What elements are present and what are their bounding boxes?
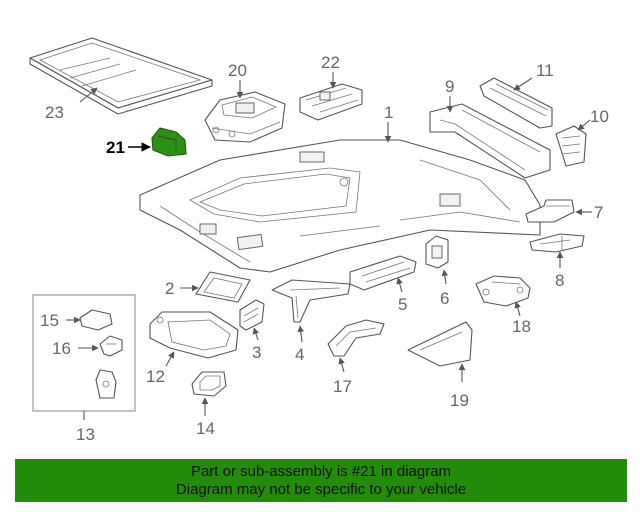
banner-line-2: Diagram may not be specific to your vehi…	[175, 481, 467, 498]
callout-1: 1	[384, 103, 393, 122]
part-22-bracket[interactable]	[299, 83, 363, 121]
info-banner: Part or sub-assembly is #21 in diagram D…	[15, 459, 627, 502]
part-12-sun-visor[interactable]	[149, 311, 239, 359]
callout-6: 6	[440, 289, 449, 308]
callout-20: 20	[228, 61, 247, 80]
callout-15: 15	[40, 311, 59, 330]
part-6-clip[interactable]	[425, 235, 449, 269]
callout-12: 12	[146, 367, 165, 386]
callout-19: 19	[450, 391, 469, 410]
parts-diagram: 23 20 22 21 1 9	[29, 37, 609, 444]
callout-10: 10	[590, 107, 609, 126]
callout-13: 13	[76, 425, 95, 444]
part-9-rail[interactable]	[429, 103, 551, 179]
part-19-insulator[interactable]	[407, 321, 473, 367]
part-20-overhead-console[interactable]	[204, 91, 286, 143]
callout-8: 8	[555, 271, 564, 290]
part-3-clip[interactable]	[239, 299, 265, 331]
part-13-kit-box[interactable]	[32, 294, 136, 412]
callout-14: 14	[196, 419, 215, 438]
callout-16: 16	[52, 339, 71, 358]
callout-4: 4	[295, 345, 304, 364]
callout-3: 3	[252, 343, 261, 362]
part-11-rail[interactable]	[479, 77, 553, 129]
callout-23: 23	[45, 103, 64, 122]
callout-21: 21	[106, 138, 125, 157]
callout-17: 17	[333, 377, 352, 396]
part-21-highlighted[interactable]	[151, 127, 187, 157]
callout-7: 7	[594, 203, 603, 222]
part-8-bracket[interactable]	[529, 233, 585, 253]
banner-line-1: Part or sub-assembly is #21 in diagram	[190, 463, 452, 480]
callout-9: 9	[445, 77, 454, 96]
part-1-headliner[interactable]	[139, 139, 541, 273]
part-4-bracket[interactable]	[271, 279, 351, 323]
part-14-mirror-cover[interactable]	[191, 371, 227, 397]
part-23-sunroof-panel[interactable]	[29, 37, 213, 115]
part-7-bracket[interactable]	[525, 199, 575, 223]
callout-5: 5	[398, 295, 407, 314]
callout-2: 2	[165, 279, 174, 298]
part-10-panel[interactable]	[555, 125, 587, 167]
callout-11: 11	[536, 61, 554, 80]
callout-18: 18	[512, 317, 531, 336]
part-17-handle[interactable]	[327, 319, 385, 357]
part-18-bracket[interactable]	[475, 275, 531, 307]
part-2-lamp-lens[interactable]	[195, 271, 251, 303]
callout-22: 22	[321, 53, 340, 72]
part-5-reinforcement[interactable]	[349, 255, 417, 291]
